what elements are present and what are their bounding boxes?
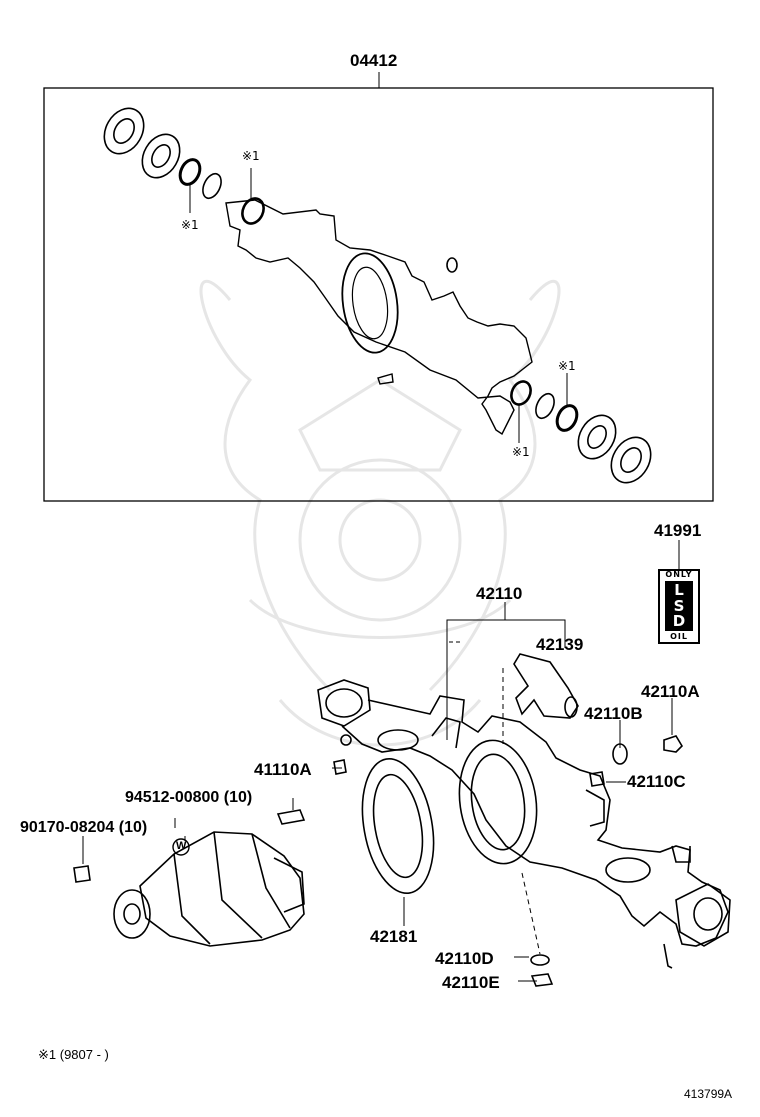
small-plug: [377, 373, 394, 385]
lsd-plate-middle-text: L S D: [672, 581, 686, 630]
differential-carrier: [113, 831, 305, 947]
part-label-42110e: 42110E: [442, 973, 500, 992]
part-label-42110c: 42110C: [627, 772, 686, 791]
watermark-emblem: [199, 280, 561, 747]
right-seal-stack: [510, 380, 652, 484]
part-label-41991: 41991: [654, 521, 702, 540]
breather-tube: [513, 653, 579, 719]
gasket-center-ring: [341, 252, 399, 354]
part-label-94512: 94512-00800 (10): [125, 789, 253, 806]
washer-callout-circle: [172, 838, 190, 856]
seal-mark-lower-right: ※1: [512, 445, 530, 459]
part-label-42139: 42139: [536, 635, 584, 654]
part-label-42110: 42110: [476, 584, 523, 603]
lsd-plate-top-text: ONLY: [665, 570, 693, 579]
part-label-42110b: 42110B: [584, 704, 643, 723]
axle-housing: [317, 679, 731, 969]
lsd-label-plate: [658, 569, 700, 644]
part-label-42110d: 42110D: [435, 949, 494, 968]
lower-leaders: [82, 540, 680, 982]
washer-mark: W: [176, 840, 187, 852]
housing-gasket-outline: [225, 199, 533, 436]
footnote: ※1 (9807 - ): [38, 1047, 109, 1062]
seal-mark-leaders: [189, 168, 568, 443]
lsd-plate-bottom-text: OIL: [670, 632, 688, 641]
part-label-90170: 90170-08204 (10): [20, 819, 148, 836]
kit-part-number: 04412: [350, 51, 398, 70]
seal-mark-upper-left: ※1: [242, 149, 260, 163]
small-oring: [446, 257, 458, 273]
carrier-gasket: [361, 757, 435, 895]
part-label-42110a: 42110A: [641, 682, 700, 701]
part-label-42181: 42181: [370, 927, 418, 946]
figure-number: 413799A: [684, 1087, 733, 1101]
seal-mark-lower-left: ※1: [181, 218, 199, 232]
seal-mark-upper-right: ※1: [558, 359, 576, 373]
left-seal-stack: [103, 107, 265, 225]
part-label-41110a: 41110A: [254, 760, 312, 779]
small-fittings: [73, 735, 684, 987]
